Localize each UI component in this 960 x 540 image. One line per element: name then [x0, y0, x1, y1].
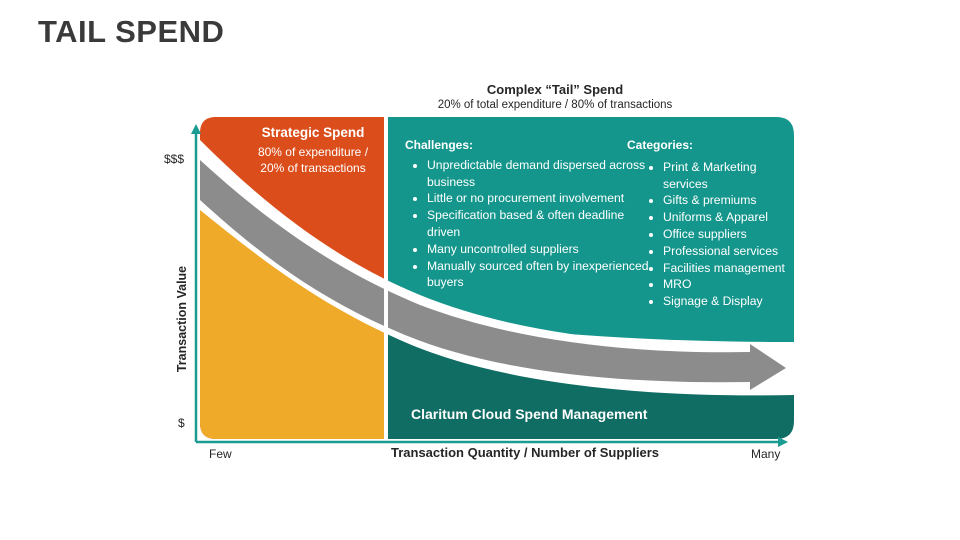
- list-item: MRO: [663, 276, 787, 293]
- page-title: TAIL SPEND: [38, 14, 225, 49]
- tail-spend-title: Complex “Tail” Spend: [486, 82, 624, 97]
- strategic-spend-heading: Strategic Spend: [261, 125, 365, 140]
- list-item: Many uncontrolled suppliers: [427, 241, 650, 258]
- tail-spend-header: Complex “Tail” Spend 20% of total expend…: [380, 82, 730, 111]
- x-axis-title: Transaction Quantity / Number of Supplie…: [391, 445, 659, 460]
- tail-region: [386, 117, 794, 342]
- solution-label: Claritum Cloud Spend Management: [411, 406, 648, 422]
- list-item: Professional services: [663, 243, 787, 260]
- y-axis-low-label: $: [178, 416, 185, 430]
- challenges-box: Challenges: Unpredictable demand dispers…: [405, 137, 650, 291]
- strategic-spend-box: Strategic Spend 80% of expenditure / 20%…: [228, 125, 398, 176]
- challenges-heading: Challenges:: [405, 138, 474, 152]
- y-axis-arrowhead: [191, 124, 201, 134]
- list-item: Uniforms & Apparel: [663, 209, 787, 226]
- list-item: Unpredictable demand dispersed across bu…: [427, 157, 650, 191]
- strategic-spend-line-2: 20% of transactions: [260, 160, 366, 175]
- x-axis-low-label: Few: [209, 447, 232, 461]
- list-item: Office suppliers: [663, 226, 787, 243]
- categories-heading: Categories:: [627, 138, 694, 152]
- list-item: Manually sourced often by inexperienced …: [427, 258, 650, 292]
- challenges-list: Unpredictable demand dispersed across bu…: [405, 157, 650, 291]
- y-axis-title: Transaction Value: [175, 265, 189, 373]
- list-item: Specification based & often deadline dri…: [427, 207, 650, 241]
- tail-arrow: [200, 160, 786, 390]
- tail-spend-subtitle: 20% of total expenditure / 80% of transa…: [437, 99, 673, 111]
- categories-list: Print & Marketing services Gifts & premi…: [627, 159, 787, 310]
- list-item: Print & Marketing services: [663, 159, 787, 193]
- x-axis-arrowhead: [778, 437, 788, 447]
- x-axis-high-label: Many: [751, 447, 781, 461]
- strategic-lower-region: [200, 200, 386, 439]
- list-item: Gifts & premiums: [663, 192, 787, 209]
- y-axis-high-label: $$$: [164, 152, 185, 166]
- list-item: Little or no procurement involvement: [427, 190, 650, 207]
- tail-lower-region: [386, 314, 794, 439]
- list-item: Facilities management: [663, 260, 787, 277]
- categories-box: Categories: Print & Marketing services G…: [627, 137, 787, 310]
- strategic-spend-line-1: 80% of expenditure /: [257, 144, 369, 159]
- list-item: Signage & Display: [663, 293, 787, 310]
